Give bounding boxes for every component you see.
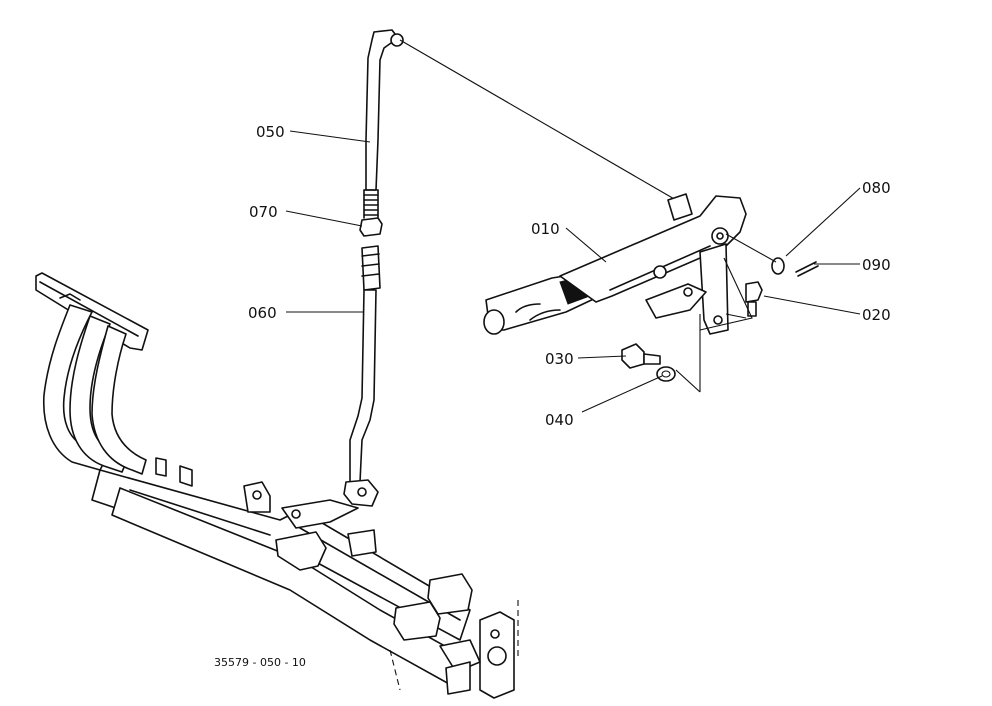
rod-assembly bbox=[343, 29, 404, 507]
part-label-020: 020 bbox=[862, 306, 891, 324]
cable-line bbox=[399, 39, 677, 201]
part-label-050: 050 bbox=[256, 123, 285, 141]
rod-thread bbox=[363, 189, 379, 219]
part-label-060: 060 bbox=[248, 304, 277, 322]
part-label-040: 040 bbox=[545, 411, 574, 429]
leader-lines bbox=[285, 130, 861, 413]
part-label-010: 010 bbox=[531, 220, 560, 238]
part-label-090: 090 bbox=[862, 256, 891, 274]
bolt-030 bbox=[621, 343, 661, 369]
nut-070 bbox=[359, 217, 383, 237]
drawing-code: 35579 - 050 - 10 bbox=[214, 656, 306, 669]
part-label-030: 030 bbox=[545, 350, 574, 368]
washer-040 bbox=[656, 366, 676, 382]
cotter-pin-090 bbox=[795, 261, 817, 273]
pedal-frame-assembly bbox=[35, 272, 519, 699]
hand-lever-010 bbox=[483, 193, 747, 335]
part-label-080: 080 bbox=[862, 179, 891, 197]
part-label-070: 070 bbox=[249, 203, 278, 221]
